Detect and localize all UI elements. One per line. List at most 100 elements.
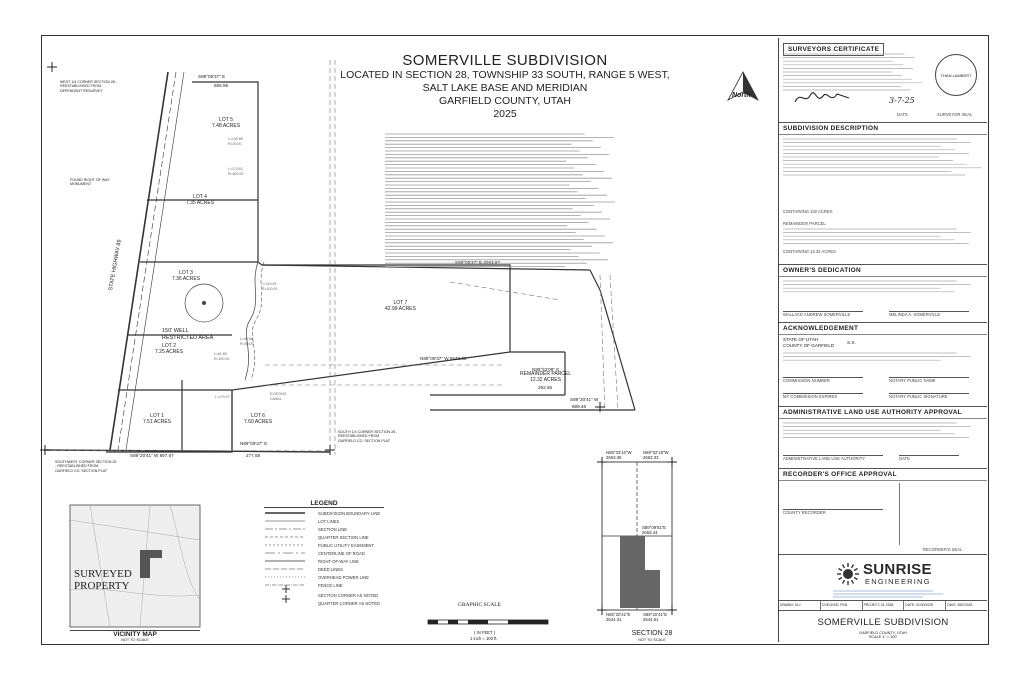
sun-ray <box>850 579 855 584</box>
dedication-text-lines <box>783 280 971 293</box>
plat-year: 2025 <box>493 108 517 120</box>
title-block-main: SOMERVILLE SUBDIVISION LOCATED IN SECTIO… <box>340 52 670 121</box>
legend-item: QUARTER CORNER AS NOTED <box>318 601 381 606</box>
commission-number: COMMISSION NUMBER <box>783 377 863 383</box>
svg-text:R=500.00: R=500.00 <box>228 172 243 176</box>
corner-markers <box>40 62 605 455</box>
distance-label: 277.58 <box>246 453 261 458</box>
svg-text:R=50.00: R=50.00 <box>240 342 253 346</box>
graphic-scale-ratio: 1 inch = 100 ft. <box>470 636 498 641</box>
legend-item: LOT LINES <box>318 519 340 524</box>
graphic-scale-bar <box>427 619 549 625</box>
svg-text:L=174.52: L=174.52 <box>228 167 243 171</box>
certificate-date: 3-7-25 <box>889 96 915 105</box>
admin-text-lines <box>783 422 971 438</box>
ack-state: STATE OF UTAH <box>783 337 819 342</box>
sheet-county: GARFIELD COUNTY, UTAH <box>859 631 907 635</box>
legend-item: OVERHEAD POWER LINE <box>318 575 369 580</box>
bearing-label: N89°09'37" W 5548.36 <box>420 356 467 361</box>
plat-location-1: LOCATED IN SECTION 28, TOWNSHIP 33 SOUTH… <box>340 69 670 81</box>
notes-text-lines <box>385 133 615 268</box>
vicinity-property-label: SURVEYED PROPERTY <box>74 568 132 592</box>
svg-text:EXISTING: EXISTING <box>270 392 287 396</box>
north-arrow-icon <box>727 71 759 101</box>
distance-label: 665.96 <box>214 83 229 88</box>
subdivision-description-heading: SUBDIVISION DESCRIPTION <box>779 123 987 135</box>
firm-logo-block: SUNRISE ENGINEERING <box>779 554 987 601</box>
corner-note: WEST 1/4 CORNER SECTION 28 - REESTABLISH… <box>60 80 118 93</box>
svg-text:L=139.86: L=139.86 <box>228 137 243 141</box>
recorder-seal-label: RECORDER'S SEAL <box>923 547 963 552</box>
svg-text:L=179.07: L=179.07 <box>215 395 230 399</box>
sheet-title-block: SOMERVILLE SUBDIVISION GARFIELD COUNTY, … <box>779 610 987 643</box>
title-block: SURVEYORS CERTIFICATE THAN LAMBERT 3-7-2… <box>778 38 987 642</box>
remainder-text-lines <box>783 228 971 244</box>
admin-approval: ADMINISTRATIVE LAND USE AUTHORITY APPROV… <box>779 406 987 469</box>
plat-title: SOMERVILLE SUBDIVISION <box>402 52 608 69</box>
sun-ray <box>853 576 858 581</box>
remainder-heading: REMAINDER PARCEL <box>783 221 826 226</box>
legend: LEGEND SUBDIVISION BOUNDARY LINE LOT LIN… <box>264 500 414 606</box>
well-icon <box>202 301 206 305</box>
acknowledgement-heading: ACKNOWLEDGEMENT <box>779 323 987 335</box>
date-label: DATE <box>897 112 908 117</box>
corner-note: SOUTH 1/4 CORNER SECTION 28 - REESTABLIS… <box>338 430 398 443</box>
svg-text:L=115.93: L=115.93 <box>262 282 276 286</box>
svg-text:R=100.00: R=100.00 <box>262 287 277 291</box>
admin-date: DATE <box>899 455 959 461</box>
commission-expires: MY COMMISSION EXPIRES <box>783 393 863 399</box>
ack-ss: S.S. <box>847 340 856 345</box>
curve-annotations: L=139.86R=20.00 L=174.52R=500.00 L=115.9… <box>214 137 287 401</box>
drawing-info-row: DRAWN: SLJ CHECKED: PKB PROJECT: 01-2185… <box>779 600 987 611</box>
legend-item: SECTION CORNER AS NOTED <box>318 593 379 598</box>
notary-name: NOTARY PUBLIC NAME <box>889 377 969 383</box>
info-cell: DWG: 28022025 <box>947 603 973 607</box>
surveyor-seal-stamp: THAN LAMBERT <box>935 54 977 96</box>
svg-text:R=100.00: R=100.00 <box>214 357 229 361</box>
svg-text:L=48.69: L=48.69 <box>240 337 253 341</box>
signature-icon <box>794 92 850 103</box>
certificate-text-lines <box>783 53 922 91</box>
description-text-lines <box>783 138 982 176</box>
legend-item: CENTERLINE OF ROAD <box>318 551 365 556</box>
svg-text:L=61.85: L=61.85 <box>214 352 227 356</box>
admin-signature: ADMINISTRATIVE LAND USE AUTHORITY <box>783 455 883 461</box>
recorders-approval: RECORDER'S OFFICE APPROVAL COUNTY RECORD… <box>779 468 987 555</box>
legend-item: QUARTER SECTION LINE <box>318 535 369 540</box>
firm-subtitle: ENGINEERING <box>865 577 931 586</box>
vicinity-subtitle: NOT TO SCALE <box>121 638 149 642</box>
plat-notes-block <box>385 132 615 268</box>
legend-item: DEED LINES <box>318 567 343 572</box>
legend-item: FENCE LINE <box>318 583 343 588</box>
sun-ray <box>838 567 843 572</box>
sun-ray <box>853 567 858 572</box>
info-cell: CHECKED: PKB <box>821 601 863 611</box>
legend-title: LEGEND <box>264 500 384 508</box>
distance-label: 889.46 <box>572 404 587 409</box>
graphic-scale-unit: ( IN FEET ) <box>474 630 496 635</box>
county-recorder: COUNTY RECORDER <box>783 509 883 515</box>
corner-note: SOUTHWEST CORNER SECTION 28 - REESTABLIS… <box>55 460 117 473</box>
bearing-label: S89°09'37" E 3063.87 <box>455 260 500 265</box>
seal-label: SURVEYOR SEAL <box>937 112 973 117</box>
sunrise-logo-icon <box>837 563 859 585</box>
svg-text:CANAL: CANAL <box>270 397 282 401</box>
legend-item: SECTION LINE <box>318 527 348 532</box>
owner-signature-2: MELINDA A. SOMERVILLE <box>889 311 969 317</box>
recorders-approval-heading: RECORDER'S OFFICE APPROVAL <box>779 469 987 481</box>
bearing-label: N89°52'09" E <box>532 367 560 372</box>
firm-name: SUNRISE <box>863 561 932 578</box>
section28-title: SECTION 28 <box>631 630 673 637</box>
ack-county: COUNTY OF GARFIELD <box>783 343 835 348</box>
corner-note: FOUND RIGHT OF WAY MONUMENT <box>70 178 110 187</box>
